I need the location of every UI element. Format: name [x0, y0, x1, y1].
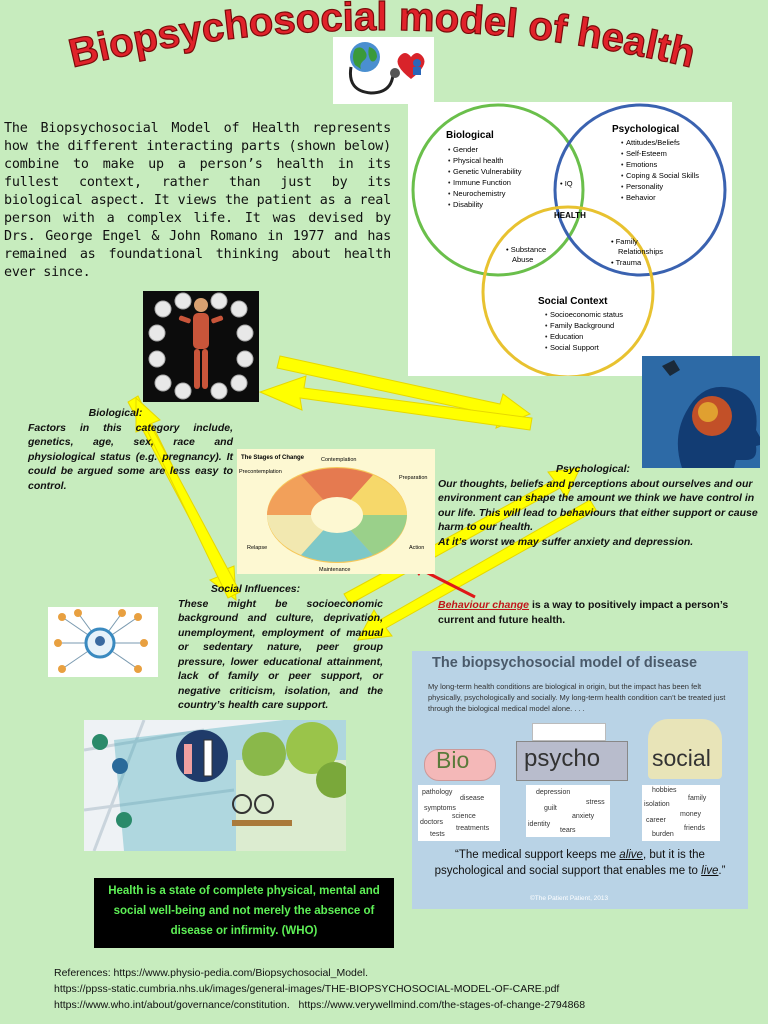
bio-label: Bio [436, 747, 470, 773]
svg-text:Personality: Personality [626, 182, 663, 191]
social-text: These might be socioeconomic background … [178, 597, 383, 712]
intro-paragraph: The Biopsychosocial Model of Health repr… [4, 121, 391, 280]
svg-text:Education: Education [550, 332, 583, 341]
svg-text:Emotions: Emotions [626, 160, 658, 169]
disease-title: The biopsychosocial model of disease [432, 655, 698, 671]
svg-text:Socioeconomic status: Socioeconomic status [550, 310, 623, 319]
disease-credit: ©The Patient Patient, 2013 [530, 895, 609, 902]
arrow-psy-to-social [357, 499, 597, 641]
venn-bio-items: Gender Physical health Genetic Vulnerabi… [453, 145, 522, 209]
psycho-words: depression stress guilt anxiety identity… [526, 785, 610, 837]
stage-relapse: Relapse [247, 545, 267, 551]
venn-center: HEALTH [554, 211, 586, 220]
stage-contemplation: Contemplation [321, 457, 356, 463]
reference-2[interactable]: https://ppss-static.cumbria.nhs.uk/image… [54, 983, 560, 995]
behaviour-change-link[interactable]: Behaviour change [438, 599, 530, 611]
venn-social-items: Socioeconomic status Family Background E… [550, 310, 623, 352]
psychology-head-image [642, 356, 764, 468]
svg-text:•: • [621, 151, 624, 158]
svg-text:•: • [448, 158, 451, 165]
stage-precontemplation: Precontemplation [239, 469, 282, 475]
svg-text:•: • [448, 180, 451, 187]
social-caption: Social Influences: These might be socioe… [178, 582, 383, 713]
who-definition-box: Health is a state of complete physical, … [94, 878, 394, 948]
venn-family-1: • Family [611, 237, 638, 246]
social-network-image [48, 607, 158, 677]
psychological-heading: Psychological: [555, 463, 631, 475]
svg-text:Immune Function: Immune Function [453, 178, 511, 187]
stages-title: The Stages of Change [241, 455, 305, 461]
venn-family-3: • Trauma [611, 258, 642, 267]
stages-of-change-image: The Stages of Change Precontemplation Co… [237, 449, 435, 574]
svg-text:Genetic Vulnerability: Genetic Vulnerability [453, 167, 522, 176]
reference-3[interactable]: https://www.who.int/about/governance/con… [54, 999, 586, 1011]
svg-text:Coping & Social Skills: Coping & Social Skills [626, 171, 699, 180]
venn-social-title: Social Context [538, 296, 608, 307]
svg-text:Family Background: Family Background [550, 321, 614, 330]
arrow-social-to-bio [135, 396, 241, 599]
venn-family-2: Relationships [618, 247, 663, 256]
stage-action: Action [409, 545, 424, 551]
venn-bio-title: Biological [446, 130, 494, 141]
svg-text:•: • [545, 323, 548, 330]
svg-text:•: • [545, 345, 548, 352]
biological-caption: Biological: Factors in this category inc… [28, 406, 233, 493]
behaviour-change-text: Behaviour change is a way to positively … [438, 598, 760, 627]
psychological-text-2: At it’s worst we may suffer anxiety and … [438, 535, 694, 548]
svg-text:•: • [448, 147, 451, 154]
svg-text:•: • [621, 140, 624, 147]
svg-text:Neurochemistry: Neurochemistry [453, 189, 506, 198]
biological-text: Factors in this category include, geneti… [28, 421, 233, 492]
svg-text:•: • [621, 162, 624, 169]
biological-heading: Biological: [88, 407, 143, 419]
stage-preparation: Preparation [399, 475, 427, 481]
reference-1[interactable]: References: https://www.physio-pedia.com… [54, 967, 368, 979]
svg-text:•: • [545, 334, 548, 341]
anatomy-image [143, 291, 259, 402]
svg-text:•: • [448, 202, 451, 209]
svg-text:•: • [545, 312, 548, 319]
svg-text:Behavior: Behavior [626, 193, 656, 202]
social-label: social [652, 745, 711, 771]
arrow-psy-to-bio [258, 375, 533, 431]
svg-text:Physical health: Physical health [453, 156, 503, 165]
svg-text:•: • [621, 195, 624, 202]
psycho-label: psycho [524, 745, 601, 772]
svg-text:•: • [621, 184, 624, 191]
psychological-caption: Psychological: Our thoughts, beliefs and… [438, 462, 758, 549]
svg-text:Social Support: Social Support [550, 343, 600, 352]
venn-psy-title: Psychological [612, 124, 679, 135]
behaviour-change-desc: is a way to positively impact a person’s… [438, 599, 729, 626]
psychological-text: Our thoughts, beliefs and perceptions ab… [438, 477, 758, 534]
svg-text:Attitudes/Beliefs: Attitudes/Beliefs [626, 138, 680, 147]
stage-maintenance: Maintenance [319, 567, 351, 573]
svg-text:•: • [621, 173, 624, 180]
svg-text:•: • [448, 191, 451, 198]
venn-substance-2: Abuse [512, 255, 533, 264]
health-logo-image [333, 37, 434, 104]
disease-text: My long-term health conditions are biolo… [428, 682, 726, 713]
venn-psy-items: Attitudes/Beliefs Self-Esteem Emotions C… [626, 138, 699, 202]
references: References: https://www.physio-pedia.com… [54, 965, 754, 1013]
svg-text:•: • [448, 169, 451, 176]
svg-text:Disability: Disability [453, 200, 483, 209]
disease-model-card: The biopsychosocial model of disease My … [412, 651, 748, 909]
venn-substance-1: • Substance [506, 245, 546, 254]
social-heading: Social Influences: [210, 583, 301, 595]
community-park-image [83, 719, 352, 852]
venn-iq: • IQ [560, 179, 573, 188]
social-words: hobbies family isolation money career fr… [642, 785, 720, 841]
disease-quote: “The medical support keeps me alive, but… [434, 849, 726, 877]
svg-text:Self-Esteem: Self-Esteem [626, 149, 667, 158]
venn-diagram: Biological Gender Physical health Geneti… [408, 102, 732, 379]
bio-words: pathology disease symptoms science docto… [418, 785, 500, 841]
svg-text:Gender: Gender [453, 145, 479, 154]
